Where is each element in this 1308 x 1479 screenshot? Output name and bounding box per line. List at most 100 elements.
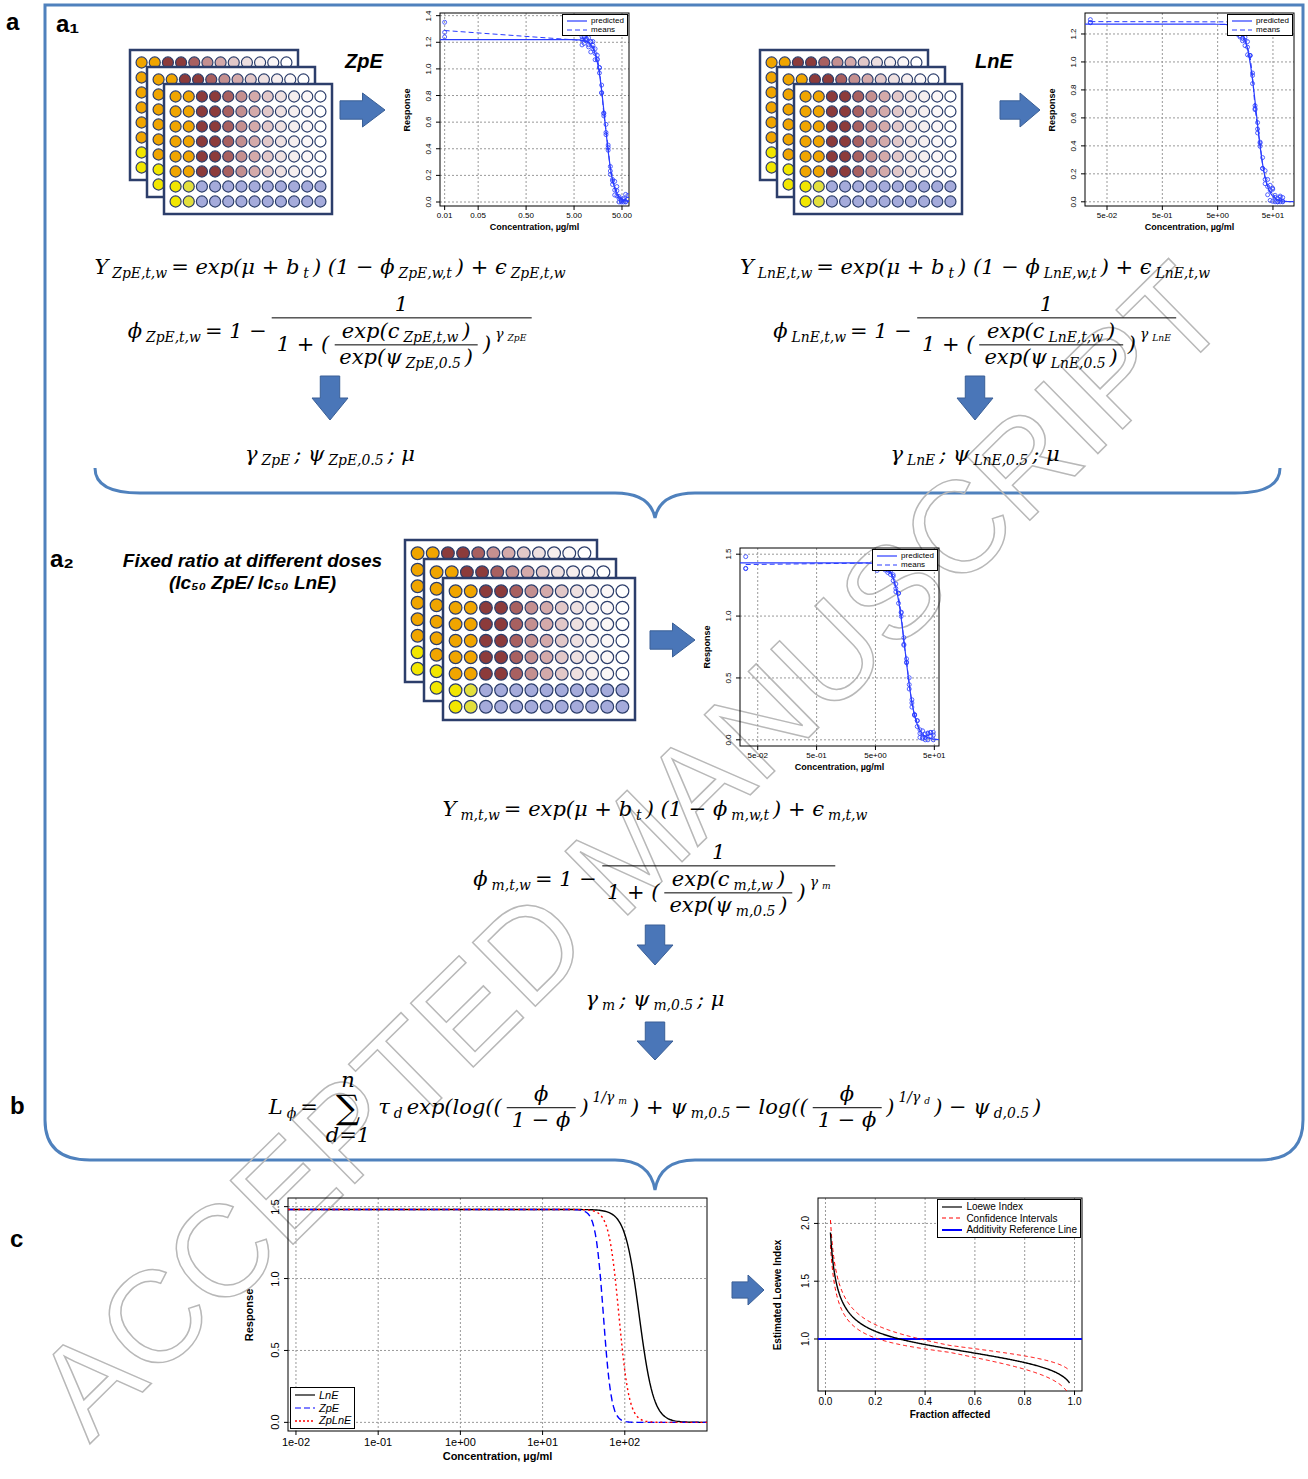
- data-point: [1281, 200, 1285, 204]
- tick-mark: [736, 739, 740, 740]
- chart-panel: ResponseConcentration, µg/ml0.00.20.40.6…: [400, 5, 635, 240]
- fraction: ϕ1 − ϕ: [813, 1082, 882, 1133]
- formula-text: ϕ: [532, 1083, 550, 1106]
- fraction: exp(cm,t,w)exp(ψm,0.5): [664, 867, 792, 918]
- fitted-curve: [740, 563, 939, 740]
- well: [840, 166, 851, 177]
- tick-label: 5e+01: [923, 752, 945, 760]
- well: [800, 181, 811, 192]
- summation: n∑d=1: [324, 1070, 372, 1146]
- well: [495, 651, 508, 664]
- well: [840, 181, 851, 192]
- formula-text: d,0.5: [992, 1107, 1031, 1122]
- tick-mark: [621, 206, 622, 210]
- well: [892, 106, 903, 117]
- well: [571, 667, 584, 680]
- formula-text: exp(c: [670, 868, 732, 891]
- well: [289, 151, 300, 162]
- well: [275, 151, 286, 162]
- numerator: 1: [390, 292, 413, 317]
- well: [945, 91, 956, 102]
- formula-text: exp(c: [340, 320, 402, 343]
- tick-label: 1.2: [425, 37, 433, 48]
- legend-text: LnE: [319, 1389, 339, 1402]
- well: [932, 91, 943, 102]
- well: [866, 166, 877, 177]
- formula-text: ∑: [334, 1088, 362, 1127]
- ci-line: [830, 1245, 1069, 1391]
- tick-mark: [1081, 89, 1085, 90]
- tick-label: 0.50: [518, 212, 534, 220]
- well: [223, 106, 234, 117]
- well: [183, 136, 194, 147]
- formula-text: m,t,w: [490, 879, 533, 894]
- block-arrow: [637, 1022, 673, 1060]
- well: [932, 136, 943, 147]
- legend-row: ZpE: [294, 1402, 351, 1415]
- well: [495, 585, 508, 598]
- well: [289, 136, 300, 147]
- formula-text: m,w,t: [729, 809, 771, 824]
- formula-text: m,t,w: [826, 809, 869, 824]
- formula-text: ) (1 − ϕ: [956, 256, 1042, 279]
- chart-panel: ResponseConcentration, µg/ml0.00.20.40.6…: [1045, 5, 1300, 240]
- well: [783, 89, 794, 100]
- tick-label: 0.0: [425, 196, 433, 207]
- well: [555, 684, 568, 697]
- well: [879, 136, 890, 147]
- subscript: ZpE: [260, 454, 293, 469]
- formula-text: LnE,t,w: [790, 331, 849, 346]
- formula-text: ; μ: [386, 443, 417, 466]
- well: [826, 121, 837, 132]
- well: [464, 684, 477, 697]
- formula-text: ; μ: [695, 988, 726, 1011]
- panel-letter: b: [10, 1092, 25, 1120]
- well: [275, 106, 286, 117]
- data-point: [443, 35, 447, 39]
- well: [586, 684, 599, 697]
- well: [783, 74, 794, 85]
- tick-label: 0.5: [270, 1343, 281, 1358]
- tick-mark: [1081, 173, 1085, 174]
- tick-mark: [295, 1431, 296, 1435]
- tick-label: 0.5: [725, 672, 733, 683]
- formula-text: ) + ϵ: [454, 256, 509, 279]
- well: [136, 117, 147, 128]
- legend-row: LnE: [294, 1389, 351, 1402]
- tick-label: 1.0: [270, 1271, 281, 1286]
- reference-line: [818, 1338, 1082, 1340]
- well: [616, 618, 629, 631]
- tick-label: 0.8: [1018, 1397, 1032, 1407]
- formula-text: ZpE,t,w: [509, 267, 568, 282]
- well: [540, 700, 553, 713]
- tick-label: 1e+02: [609, 1437, 640, 1448]
- formula-text: 1/γ: [591, 1090, 617, 1105]
- formula-text: ZpE,w,t: [397, 267, 454, 282]
- well: [525, 700, 538, 713]
- well: [540, 601, 553, 614]
- well: [525, 667, 538, 680]
- well: [302, 121, 313, 132]
- well: [210, 181, 221, 192]
- well: [945, 196, 956, 207]
- subscript: d,0.5: [992, 1107, 1031, 1122]
- grid-line: [740, 739, 939, 740]
- well: [892, 166, 903, 177]
- subscript: ZpE,t,w: [509, 267, 568, 282]
- well: [302, 91, 313, 102]
- data-point: [931, 738, 935, 742]
- well: [813, 106, 824, 117]
- well: [536, 566, 549, 579]
- formula-text: ZpE,t,w: [144, 331, 203, 346]
- microplate: [164, 84, 332, 214]
- well: [262, 151, 273, 162]
- well: [249, 91, 260, 102]
- formula-text: ): [1031, 1096, 1043, 1119]
- well: [919, 136, 930, 147]
- well: [533, 547, 546, 560]
- formula-text: Y: [738, 256, 756, 279]
- legend-sample: [876, 561, 898, 569]
- well: [783, 149, 794, 160]
- subscript: ZpE,t,w: [401, 331, 460, 346]
